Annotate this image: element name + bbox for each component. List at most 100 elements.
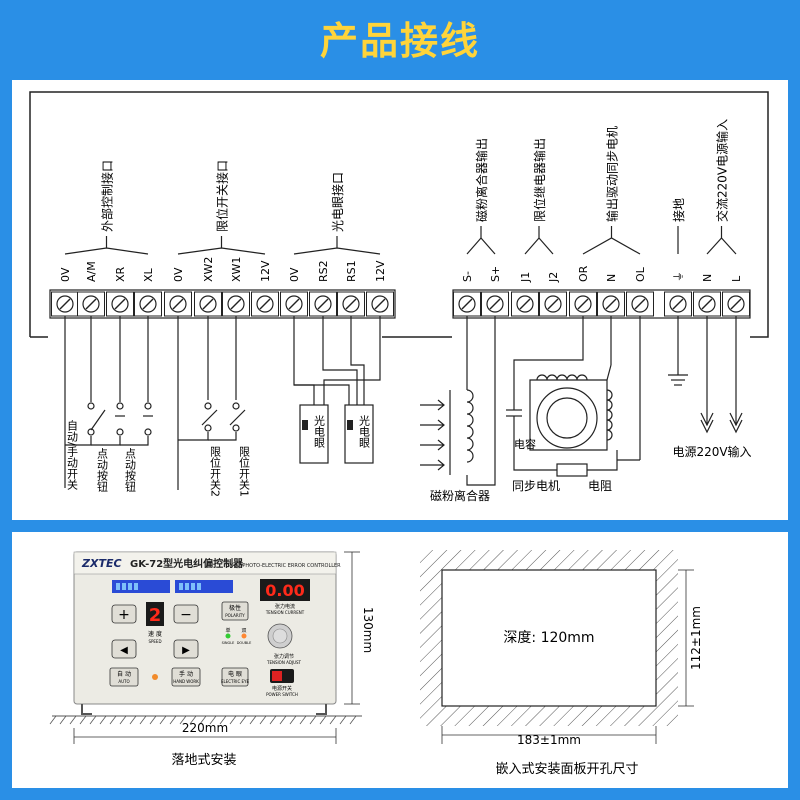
terminal-label: OL [634, 266, 647, 282]
jog-button-1-label: 点动按钮 [96, 448, 109, 493]
group-bracket [466, 237, 496, 255]
power-switch-label: 电源开关 [272, 685, 292, 692]
terminal-4-0 [511, 291, 539, 317]
terminal-label: J1 [519, 272, 532, 283]
terminal-label: RS2 [317, 260, 330, 282]
terminal-4-1 [539, 291, 567, 317]
terminal-label: 0V [288, 267, 301, 282]
auto-label: 自 动 [117, 670, 131, 678]
plus-button[interactable] [111, 604, 137, 624]
terminal-5-1 [597, 291, 625, 317]
terminal-label: XW2 [202, 257, 215, 282]
auto-button[interactable] [109, 667, 139, 687]
tension-adjust-label-en: TENSION ADJUST [266, 660, 302, 665]
model-name-en: GK-72 PHOTO-ELECTRIC ERROR CONTROLLER [226, 563, 341, 569]
terminal-label: ⏚ [672, 271, 685, 282]
group-bracket [524, 237, 554, 255]
terminal-3-0 [453, 291, 481, 317]
speed-label: 速 度 [148, 630, 162, 638]
group-bracket [293, 247, 381, 255]
group-label-5: 输出驱动同步电机 [605, 126, 620, 222]
motor-label: 同步电机 [512, 479, 560, 493]
terminal-2-1 [309, 291, 337, 317]
group-bracket [706, 237, 737, 255]
terminal-label: XW1 [230, 257, 243, 282]
install-panel: ZXTEC GK-72型光电纠偏控制器 GK-72 PHOTO-ELECTRIC… [12, 532, 788, 788]
single-label-en: SINGLE [222, 641, 235, 645]
eye-label-en: ELECTRIC EYE [221, 679, 250, 684]
terminal-label: N [701, 274, 714, 282]
floor-width-label: 220mm [182, 721, 228, 735]
limit-switch-1-label: 限位开关1 [238, 446, 251, 497]
group-label-4: 限位继电器输出 [532, 138, 547, 222]
terminal-label: 12V [259, 260, 272, 282]
clutch-label: 磁粉离合器 [430, 488, 490, 503]
terminal-label: L [730, 275, 743, 282]
right-arrow-icon: ▶ [182, 645, 190, 656]
eye-label: 电 眼 [228, 670, 242, 678]
power-input-label: 电源220V输入 [672, 444, 751, 459]
terminal-1-0 [164, 291, 192, 317]
resistor-label: 电阻 [588, 479, 612, 493]
polarity-label-en: POLARITY [225, 613, 245, 618]
polarity-label: 极性 [229, 604, 241, 612]
external-control-wiring [64, 316, 153, 488]
group-bracket [582, 237, 641, 255]
right-led-bar [175, 580, 233, 593]
photo-eye-1-label: 光电眼 [313, 414, 326, 449]
terminal-1-2 [222, 291, 250, 317]
group-label-2: 光电眼接口 [330, 172, 345, 232]
install-diagram: ZXTEC GK-72型光电纠偏控制器 GK-72 PHOTO-ELECTRIC… [49, 550, 703, 777]
auto-label-en: AUTO [118, 679, 129, 684]
tension-label: 张力电流 [275, 603, 295, 610]
limit-switch-wiring [177, 316, 246, 490]
speed-display-value: 2 [149, 605, 162, 626]
controller-front: ZXTEC GK-72型光电纠偏控制器 GK-72 PHOTO-ELECTRIC… [73, 551, 341, 715]
group-label-6: 接地 [671, 198, 686, 222]
terminal-0-3 [134, 291, 162, 317]
terminal-0-0 [51, 291, 79, 317]
terminal-1-1 [194, 291, 222, 317]
double-label: 双 [241, 628, 246, 634]
single-label: 单 [225, 627, 230, 634]
tension-display [260, 579, 310, 601]
page-title: 产品接线 [319, 19, 480, 63]
floor [49, 715, 362, 725]
cutout-height-label: 112±1mm [689, 606, 703, 670]
group-label-0: 外部控制接口 [100, 160, 115, 232]
tension-label-en: TENSION CURRENT [265, 610, 305, 615]
manual-label: 手 动 [179, 670, 193, 678]
manual-button[interactable] [171, 667, 201, 687]
right-button[interactable] [173, 639, 199, 659]
power-input-lines [700, 316, 743, 434]
terminal-7-1 [722, 291, 750, 317]
speed-label-en: SPEED [148, 639, 161, 644]
manual-label-en: HAND WORK [173, 679, 199, 684]
terminal-0-2 [106, 291, 134, 317]
floor-caption: 落地式安装 [171, 753, 236, 768]
terminal-label: J2 [547, 272, 560, 283]
plus-button-label: + [118, 607, 130, 623]
clutch-wiring [420, 316, 496, 486]
minus-button[interactable] [173, 604, 199, 624]
terminal-label: S+ [489, 266, 502, 282]
cutout-width-label: 183±1mm [517, 733, 581, 747]
double-led [241, 633, 247, 639]
terminal-6-0 [664, 291, 692, 317]
group-label-3: 磁粉离合器输出 [474, 138, 489, 222]
left-arrow-icon: ◀ [120, 645, 128, 656]
terminal-0-1 [77, 291, 105, 317]
polarity-button[interactable] [221, 601, 249, 621]
tension-adjust-label: 张力调节 [274, 653, 294, 660]
terminal-label: N [605, 274, 618, 282]
cutout-caption: 嵌入式安装面板开孔尺寸 [495, 762, 638, 777]
terminal-5-0 [569, 291, 597, 317]
terminal-label: XL [142, 267, 155, 282]
jog-button-2-label: 点动按钮 [124, 448, 137, 493]
terminal-3-1 [481, 291, 509, 317]
eye-button[interactable] [221, 667, 249, 687]
left-button[interactable] [111, 639, 137, 659]
double-label-en: DOUBLE [237, 641, 252, 645]
